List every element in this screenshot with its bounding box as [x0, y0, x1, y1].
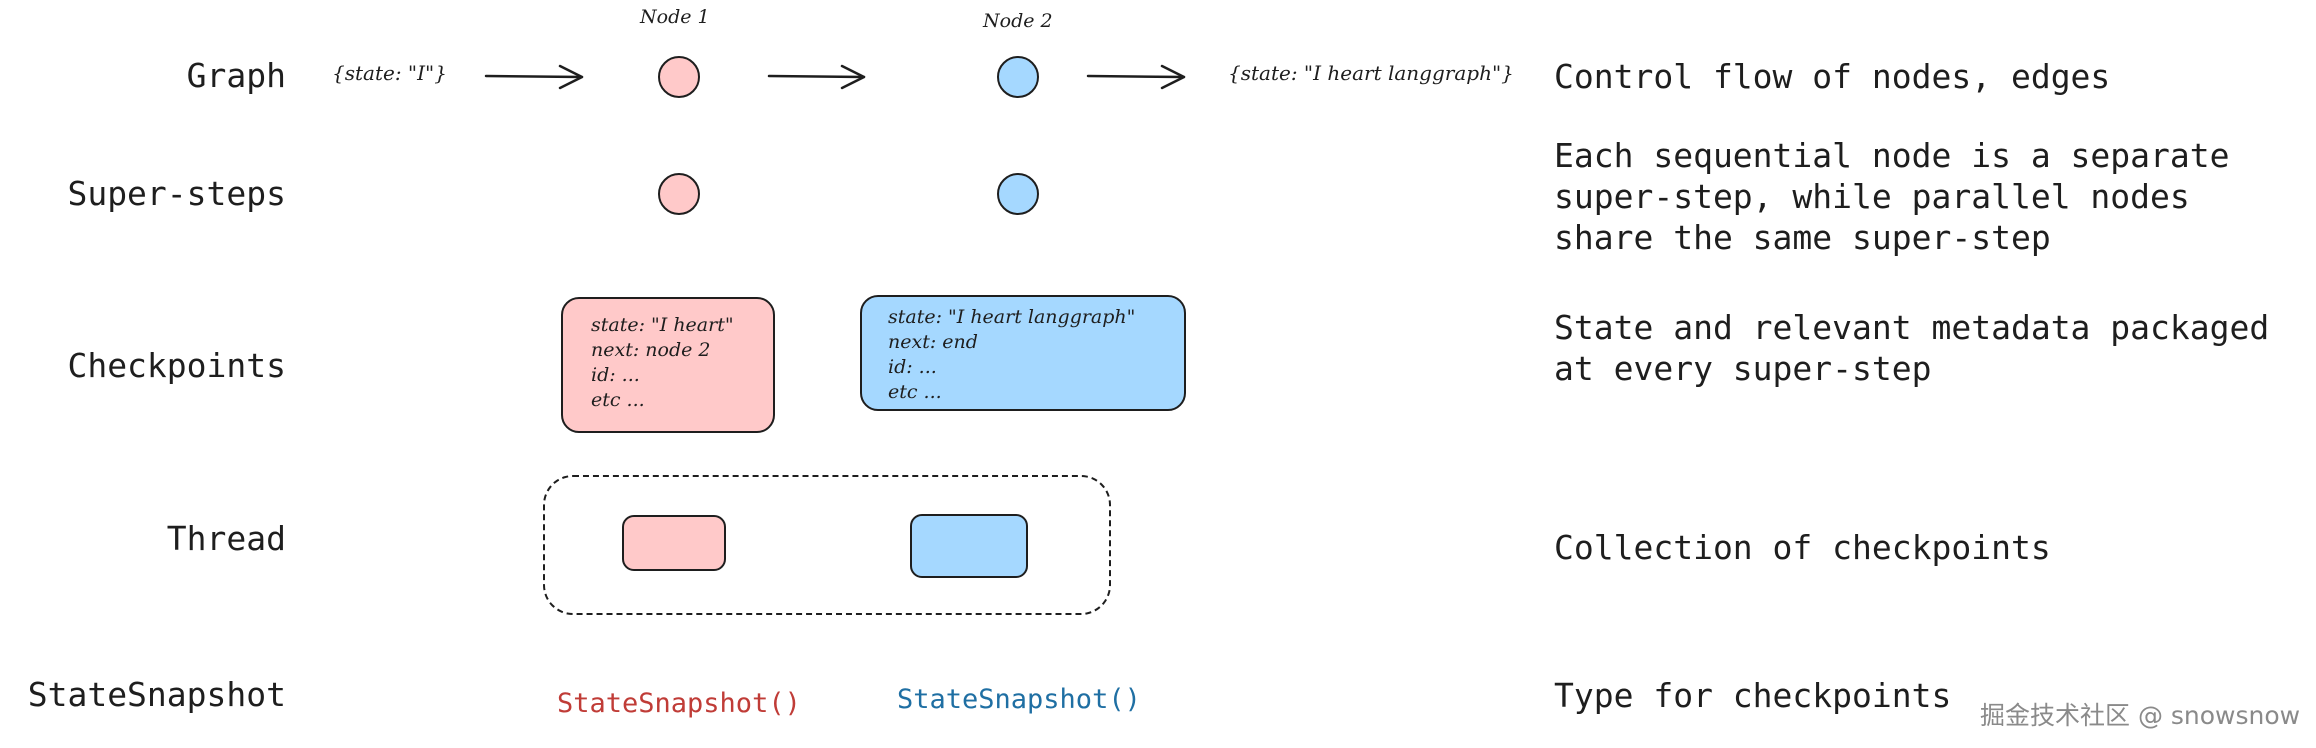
arrow-node1-to-node2 — [767, 64, 866, 90]
row-label-super-steps: Super-steps — [67, 174, 286, 213]
checkpoint-1-line: state: "I heart" — [591, 314, 734, 336]
node-1-label: Node 1 — [640, 6, 710, 28]
desc-checkpoints: State and relevant metadata packaged at … — [1554, 307, 2269, 389]
desc-super-steps-line: share the same super-step — [1554, 218, 2051, 257]
graph-node-1 — [658, 56, 700, 98]
super-step-node-2 — [997, 173, 1039, 215]
thread-frame — [543, 475, 1111, 615]
graph-output-state: {state: "I heart langgraph"} — [1228, 61, 1514, 85]
checkpoint-2-line: next: end — [888, 331, 978, 353]
state-snapshot-1: StateSnapshot() — [557, 688, 801, 719]
row-label-thread: Thread — [166, 519, 286, 558]
thread-checkpoint-1 — [622, 515, 726, 571]
row-label-graph: Graph — [186, 56, 286, 95]
thread-checkpoint-2 — [910, 514, 1028, 578]
super-step-node-1 — [658, 173, 700, 215]
watermark: 掘金技术社区 @ snowsnow — [1980, 701, 2301, 730]
arrow-node2-to-output — [1086, 64, 1186, 90]
row-label-state-snapshot: StateSnapshot — [27, 675, 286, 714]
checkpoint-2-line: id: ... — [888, 356, 937, 378]
checkpoint-1-line: id: ... — [591, 364, 640, 386]
checkpoint-1-line: etc ... — [591, 389, 645, 411]
graph-node-2 — [997, 56, 1039, 98]
desc-super-steps-line: Each sequential node is a separate — [1554, 136, 2230, 175]
desc-super-steps-line: super-step, while parallel nodes — [1554, 177, 2190, 216]
checkpoint-card-1: state: "I heart" next: node 2 id: ... et… — [561, 297, 775, 433]
row-label-checkpoints: Checkpoints — [67, 346, 286, 385]
desc-graph: Control flow of nodes, edges — [1554, 57, 2111, 96]
checkpoint-1-line: next: node 2 — [591, 339, 711, 361]
state-snapshot-2: StateSnapshot() — [897, 684, 1141, 715]
graph-input-state: {state: "I"} — [332, 61, 447, 85]
checkpoint-2-line: state: "I heart langgraph" — [888, 306, 1136, 328]
node-2-label: Node 2 — [983, 10, 1053, 32]
desc-thread: Collection of checkpoints — [1554, 528, 2051, 567]
arrow-input-to-node1 — [484, 64, 584, 90]
checkpoint-2-line: etc ... — [888, 381, 942, 403]
checkpoint-card-2: state: "I heart langgraph" next: end id:… — [860, 295, 1186, 411]
desc-checkpoints-line: at every super-step — [1554, 349, 1932, 388]
desc-state-snapshot: Type for checkpoints — [1554, 676, 1952, 715]
desc-checkpoints-line: State and relevant metadata packaged — [1554, 308, 2270, 347]
desc-super-steps: Each sequential node is a separate super… — [1554, 135, 2230, 258]
